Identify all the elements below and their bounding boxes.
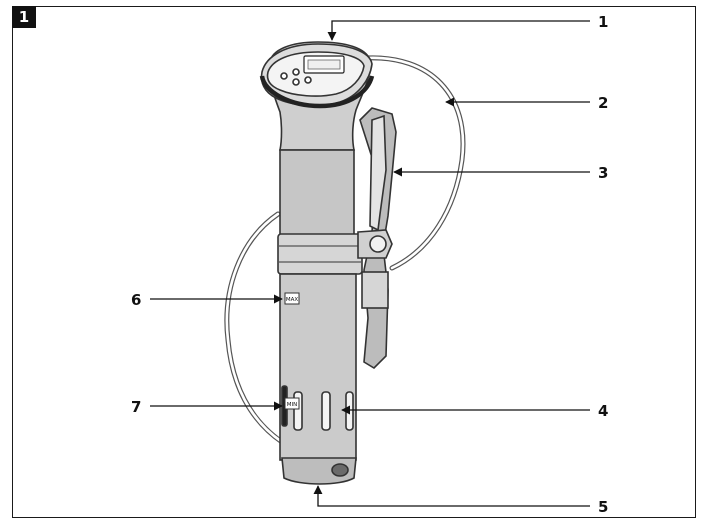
- max-mark: MAX: [286, 297, 299, 303]
- clip-pivot: [357, 229, 393, 259]
- figure-number-badge: 1: [12, 6, 36, 28]
- callout-1: 1: [598, 13, 608, 31]
- figure-frame: [12, 6, 696, 518]
- min-mark: MIN: [287, 402, 297, 408]
- callout-3: 3: [598, 164, 608, 182]
- callout-5: 5: [598, 498, 608, 516]
- callout-2: 2: [598, 94, 608, 112]
- callout-7: 7: [131, 398, 141, 416]
- callout-lines: [150, 20, 590, 507]
- callout-4: 4: [598, 402, 608, 420]
- device-lower-sleeve: [279, 273, 357, 485]
- callout-6: 6: [131, 291, 141, 309]
- device-head: [259, 41, 375, 151]
- device-upper-body: [277, 149, 363, 275]
- level-marks: MAX MIN: [284, 292, 300, 410]
